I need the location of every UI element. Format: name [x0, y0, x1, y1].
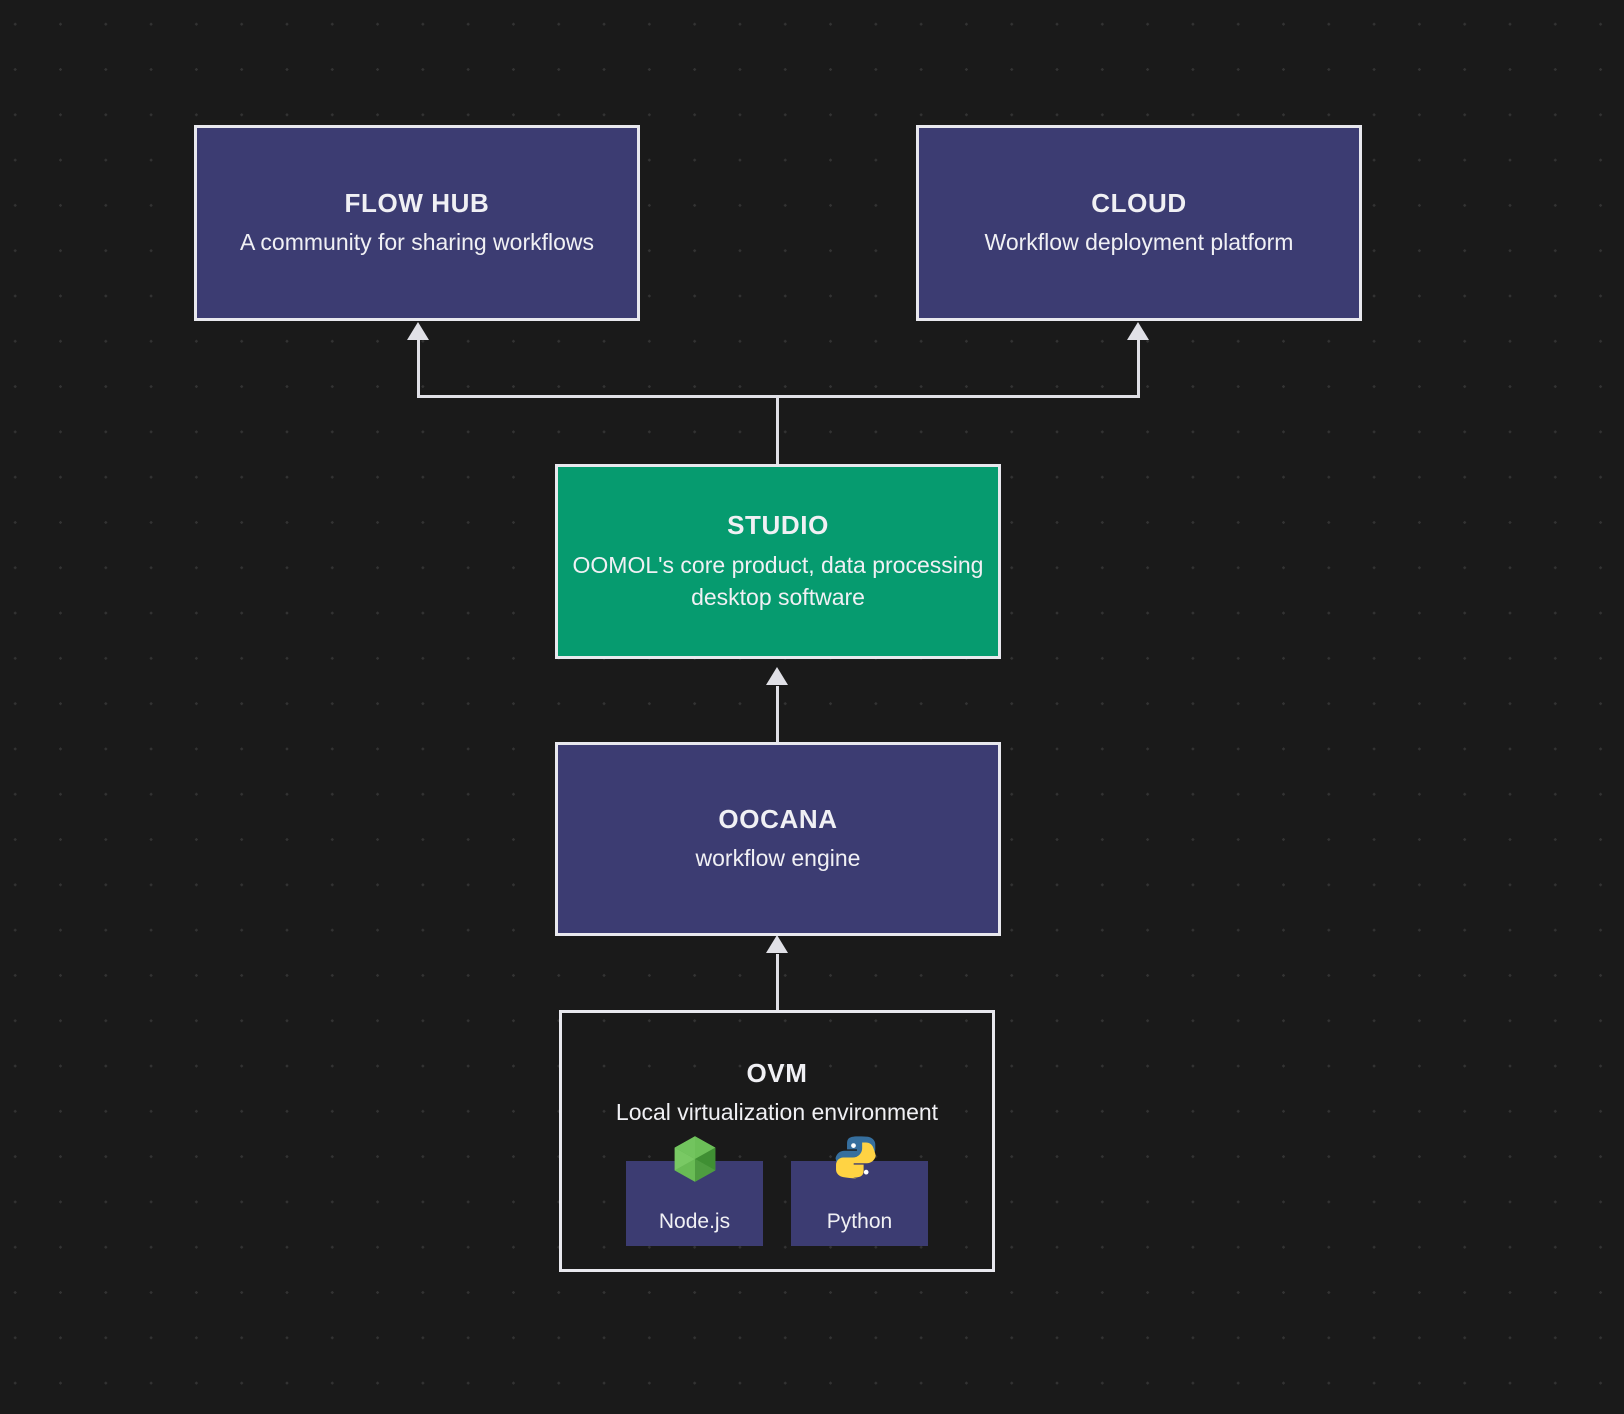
arrow-to-oocana — [766, 935, 788, 953]
arrow-to-cloud — [1127, 322, 1149, 340]
node-flow-hub-title: FLOW HUB — [344, 187, 490, 218]
arrow-to-studio — [766, 667, 788, 685]
node-ovm-subtitle: Local virtualization environment — [615, 1098, 939, 1125]
edge-bus-horizontal — [417, 395, 1140, 398]
node-flow-hub[interactable]: FLOW HUB A community for sharing workflo… — [194, 125, 640, 321]
node-cloud[interactable]: CLOUD Workflow deployment platform — [916, 125, 1362, 321]
node-cloud-title: CLOUD — [1091, 187, 1187, 218]
runtime-python-label: Python — [826, 1210, 893, 1233]
node-ovm-title: OVM — [746, 1058, 808, 1088]
edge-ovm-to-oocana — [776, 954, 779, 1011]
runtime-nodejs-label: Node.js — [658, 1210, 731, 1233]
edge-bus-to-cloud — [1137, 340, 1140, 398]
node-flow-hub-subtitle: A community for sharing workflows — [239, 229, 595, 256]
edge-studio-to-bus — [776, 395, 779, 464]
node-oocana[interactable]: OOCANA workflow engine — [555, 742, 1001, 936]
node-cloud-subtitle: Workflow deployment platform — [984, 229, 1294, 256]
node-ovm[interactable]: OVM Local virtualization environment Nod… — [559, 1010, 995, 1272]
runtime-python[interactable]: Python — [791, 1136, 928, 1246]
nodejs-hexagon-icon — [669, 1133, 721, 1185]
node-studio-title: STUDIO — [727, 510, 829, 541]
arrow-to-flowhub — [407, 322, 429, 340]
runtime-list: Node.js Python — [562, 1136, 992, 1246]
node-studio[interactable]: STUDIO OOMOL's core product, data proces… — [555, 464, 1001, 659]
edge-oocana-to-studio — [776, 686, 779, 743]
node-oocana-title: OOCANA — [718, 803, 838, 834]
runtime-nodejs[interactable]: Node.js — [626, 1136, 763, 1246]
edge-bus-to-flowhub — [417, 340, 420, 398]
python-logo-icon — [834, 1133, 886, 1185]
node-oocana-subtitle: workflow engine — [695, 845, 861, 872]
node-studio-subtitle: OOMOL's core product, data processing de… — [572, 551, 984, 611]
